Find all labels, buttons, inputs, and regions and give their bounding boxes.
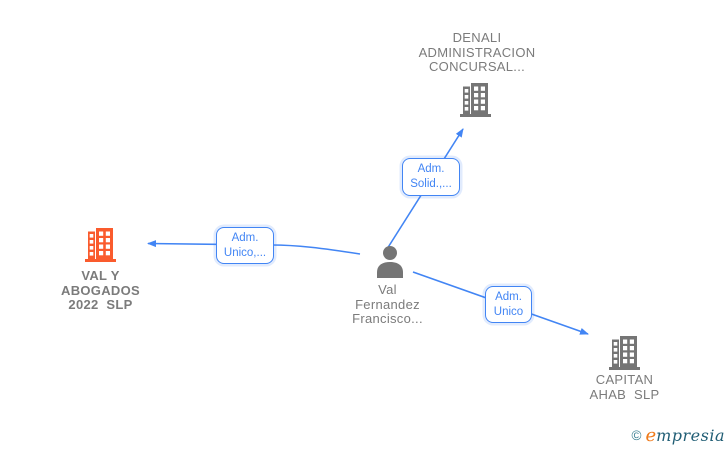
brand-name: mpresia <box>656 426 725 445</box>
node-label-denali[interactable]: DENALI ADMINISTRACION CONCURSAL... <box>418 30 536 74</box>
node-label-person[interactable]: Val Fernandez Francisco... <box>352 282 423 326</box>
building-icon[interactable] <box>460 83 492 122</box>
building-icon[interactable] <box>609 336 641 375</box>
brand-initial: e <box>645 425 657 446</box>
edge-label-adm-unico-right[interactable]: Adm. Unico <box>485 286 532 323</box>
building-icon[interactable] <box>85 228 117 267</box>
node-label-val-y-abogados[interactable]: VAL Y ABOGADOS 2022 SLP <box>61 268 140 312</box>
empresia-logo: ©empresia <box>631 425 725 446</box>
edge-label-adm-unico-left[interactable]: Adm. Unico,... <box>216 227 274 264</box>
edge-label-adm-solid[interactable]: Adm. Solid.,... <box>402 158 460 196</box>
copyright-icon: © <box>631 428 642 443</box>
person-icon[interactable] <box>374 245 406 283</box>
node-label-capitan-ahab[interactable]: CAPITAN AHAB SLP <box>589 372 660 402</box>
